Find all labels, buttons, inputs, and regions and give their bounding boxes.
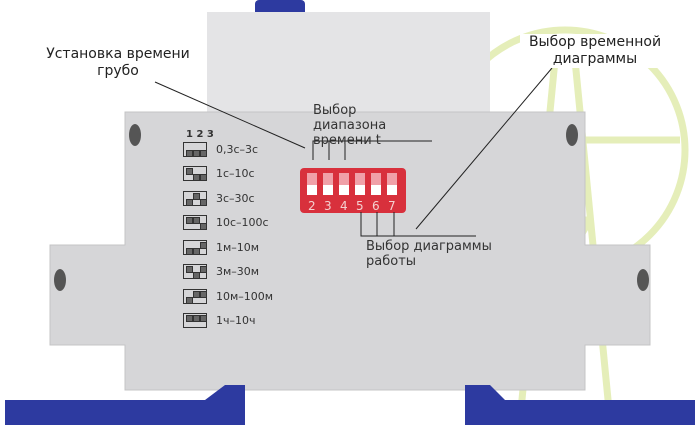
range-row: 10м–100м bbox=[183, 287, 273, 305]
dip-switch[interactable] bbox=[387, 173, 397, 195]
dip-switch-knob bbox=[323, 185, 333, 195]
dip-number: 6 bbox=[372, 199, 380, 213]
dip-number: 2 bbox=[308, 199, 316, 213]
range-label: 3м–30м bbox=[216, 265, 260, 278]
mount-hole bbox=[54, 269, 66, 291]
switch-pattern-icon bbox=[183, 264, 207, 279]
switch-pattern-icon bbox=[183, 190, 207, 206]
range-label: 10с–100с bbox=[216, 216, 269, 229]
range-label: 1м–10м bbox=[216, 240, 260, 254]
range-row: 1м–10м bbox=[183, 238, 259, 256]
annotation-lines bbox=[154, 67, 553, 237]
device-body bbox=[49, 111, 651, 391]
switch-pattern-icon bbox=[183, 288, 207, 304]
dip-switch-knob bbox=[387, 185, 397, 195]
dip-switch-knob bbox=[339, 185, 349, 195]
top-module bbox=[207, 12, 490, 112]
dip-number: 7 bbox=[388, 199, 396, 213]
range-label: 1с–10с bbox=[216, 167, 255, 180]
dip-switch[interactable] bbox=[323, 173, 333, 195]
switch-pattern-icon bbox=[183, 166, 207, 181]
switch-pattern-icon bbox=[183, 141, 207, 157]
range-row: 1ч–10ч bbox=[183, 312, 256, 330]
range-row: 0,3с–3с bbox=[183, 140, 258, 158]
dip-switch[interactable] bbox=[355, 173, 365, 195]
dip-switch[interactable] bbox=[339, 173, 349, 195]
mount-hole bbox=[129, 124, 141, 146]
switch-pattern-icon bbox=[183, 239, 207, 255]
dip-number: 5 bbox=[356, 199, 364, 213]
range-row: 1с–10с bbox=[183, 165, 255, 183]
switch-pattern-icon bbox=[183, 215, 207, 230]
range-label: 10м–100м bbox=[216, 289, 274, 303]
range-label: 1ч–10ч bbox=[216, 314, 256, 327]
dip-number: 3 bbox=[324, 199, 332, 213]
dip-switch[interactable] bbox=[307, 173, 317, 195]
range-row: 3м–30м bbox=[183, 263, 259, 281]
range-row: 3с–30с bbox=[183, 189, 255, 207]
annotation-coarse-time: Установка времени грубо bbox=[46, 46, 190, 79]
range-label: 0,3с–3с bbox=[216, 142, 259, 156]
switch-header: 1 2 3 bbox=[186, 129, 214, 140]
dip-switch-knob bbox=[355, 185, 365, 195]
dip-switch[interactable] bbox=[371, 173, 381, 195]
dip-number: 4 bbox=[340, 199, 348, 213]
annotation-range-select: Выбор диапазона времени t bbox=[313, 103, 387, 148]
annotation-diagram-select: Выбор временной диаграммы bbox=[520, 34, 670, 68]
din-clip-left bbox=[5, 385, 245, 425]
switch-pattern-icon bbox=[183, 313, 207, 328]
annotation-work-diagram: Выбор диаграммы работы bbox=[366, 239, 492, 269]
dip-switch-knob bbox=[371, 185, 381, 195]
dip-switch-knob bbox=[307, 185, 317, 195]
din-clip-right bbox=[465, 385, 695, 425]
range-row: 10с–100с bbox=[183, 214, 269, 232]
range-label: 3с–30с bbox=[216, 191, 255, 205]
mount-hole bbox=[637, 269, 649, 291]
mount-hole bbox=[566, 124, 578, 146]
